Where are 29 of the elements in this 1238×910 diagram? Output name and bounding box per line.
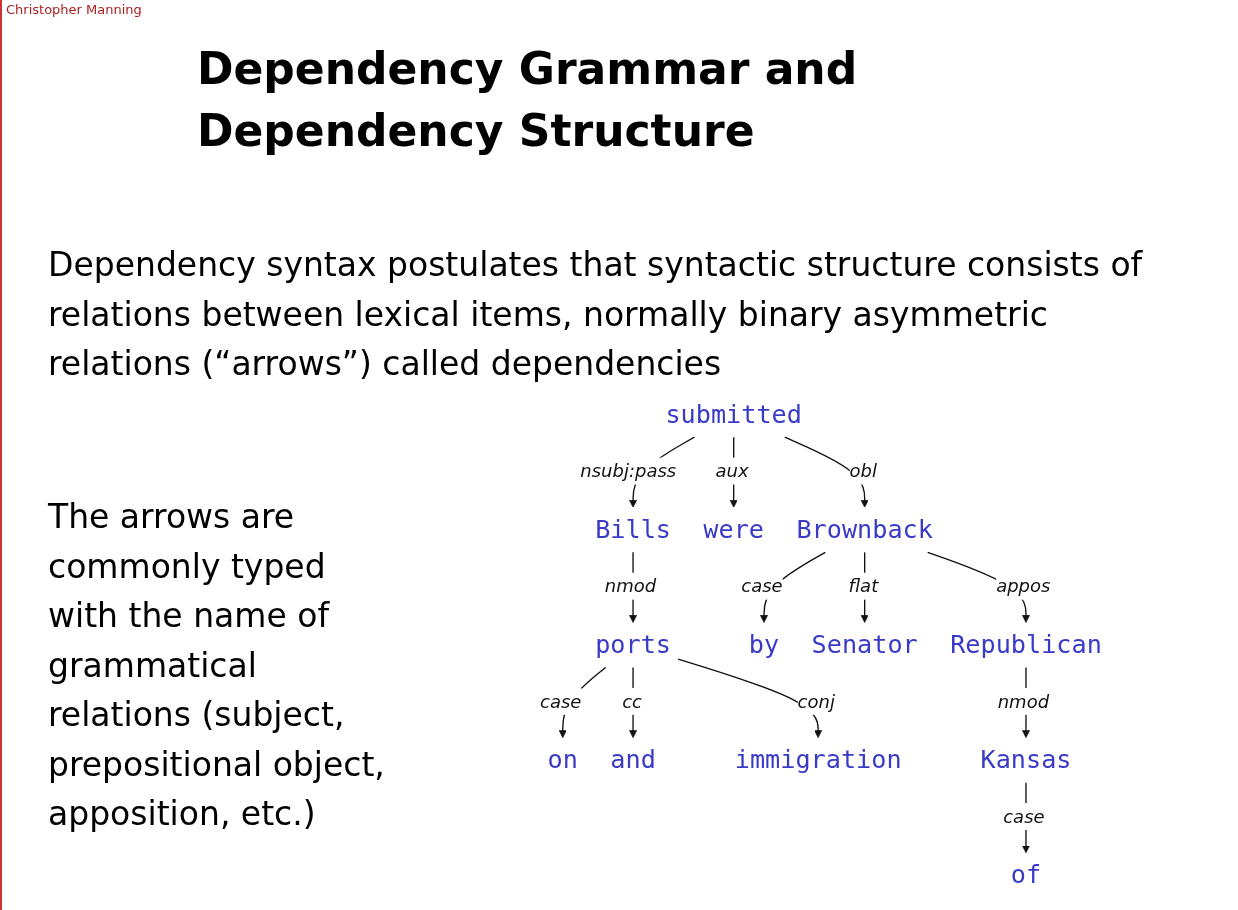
edge-label: case (540, 690, 582, 713)
node-text: Brownback (796, 514, 933, 545)
edge-label: case (741, 575, 783, 597)
edge-label: flat (848, 575, 879, 597)
node-text: on (547, 744, 578, 775)
node-text: submitted (665, 399, 802, 430)
edge-label: nmod (997, 690, 1050, 713)
node-text: and (610, 744, 656, 775)
node-text: ports (595, 629, 671, 660)
paragraph: Dependency syntax postulates that syntactic structure consists of relations between lexical items, normally binary asymmetric relations (“arrows”) called dependencies (48, 244, 1144, 385)
edge-label: appos (996, 575, 1051, 597)
node-text: by (748, 629, 780, 660)
node-text: Republican (950, 629, 1102, 660)
edge-label: nsubj:pass (580, 460, 677, 482)
edge-label: conj (797, 690, 835, 713)
paragraph: The arrows are commonly typed with the name of grammatical relations (subject, prepositional object, apposition, etc.) (48, 496, 386, 835)
node-text: were (703, 514, 765, 545)
edge-label: case (1003, 805, 1045, 828)
node-text: immigration (734, 744, 902, 775)
edge-label: cc (622, 690, 642, 713)
node-text: Senator (811, 629, 918, 660)
slide-title: Dependency Grammar and Dependency Structure (197, 42, 859, 158)
node-text: of (1010, 860, 1042, 890)
node-text: Bills (595, 514, 671, 545)
edge-label: obl (849, 460, 878, 482)
edge-label: aux (715, 460, 749, 482)
edge-label: nmod (604, 575, 657, 597)
author-name: Christopher Manning (6, 2, 142, 17)
node-text: Kansas (980, 744, 1072, 775)
